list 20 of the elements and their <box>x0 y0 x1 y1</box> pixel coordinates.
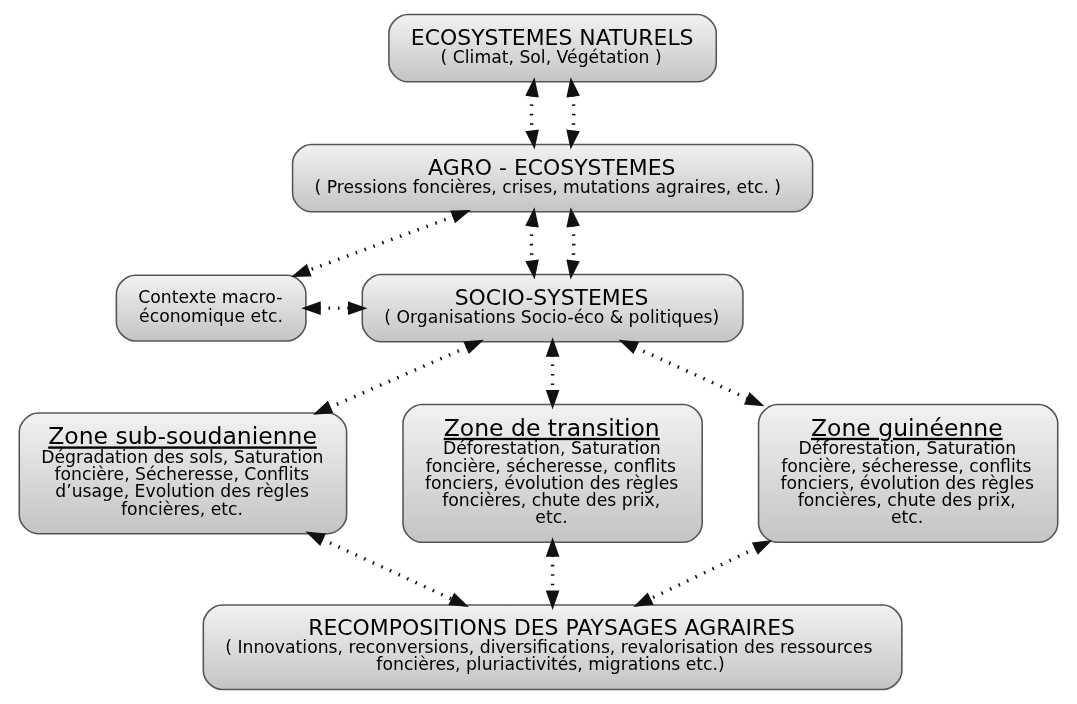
arrow <box>633 540 773 607</box>
arrow <box>618 339 765 407</box>
arrow <box>525 77 539 150</box>
node-box: AGRO - ECOSYSTEMES ( Pressions foncières, crises, mutations agraires, etc. ) <box>291 143 814 213</box>
node-box: Zone sub-soudanienne Dégradation des sols, Saturation foncière, Sécheresse, Conflits d’usage, Evolution des règles foncières, etc. <box>18 412 348 535</box>
arrow <box>290 210 471 277</box>
arrow <box>301 301 368 315</box>
node-box: Zone de transition Déforestation, Saturation foncière, sécheresse, conflits fonciers, évolution des règles foncières, chute des prix, etc. <box>402 403 703 544</box>
arrow <box>545 337 560 410</box>
arrow <box>545 537 560 610</box>
node-box: Contexte macro-économique etc. <box>115 274 307 342</box>
node-box: ECOSYSTEMES NATURELS ( Climat, Sol, Végétation ) <box>388 13 718 83</box>
arrow <box>525 207 539 280</box>
node-box: Zone guinéenne Déforestation, Saturation foncière, sécheresse, conflits fonciers, évolution des règles foncières, chute des prix, etc. <box>757 403 1059 544</box>
node-box: RECOMPOSITIONS DES PAYSAGES AGRAIRES ( Innovations, reconversions, diversifications, revalorisation des ressources foncières, pluriactivités, migrations etc.) <box>202 604 903 691</box>
arrow <box>312 339 484 415</box>
arrow <box>305 531 469 608</box>
arrow <box>566 77 580 150</box>
node-box: SOCIO-SYSTEMES ( Organisations Socio-éco & politiques) <box>361 273 744 343</box>
arrow <box>566 207 580 280</box>
